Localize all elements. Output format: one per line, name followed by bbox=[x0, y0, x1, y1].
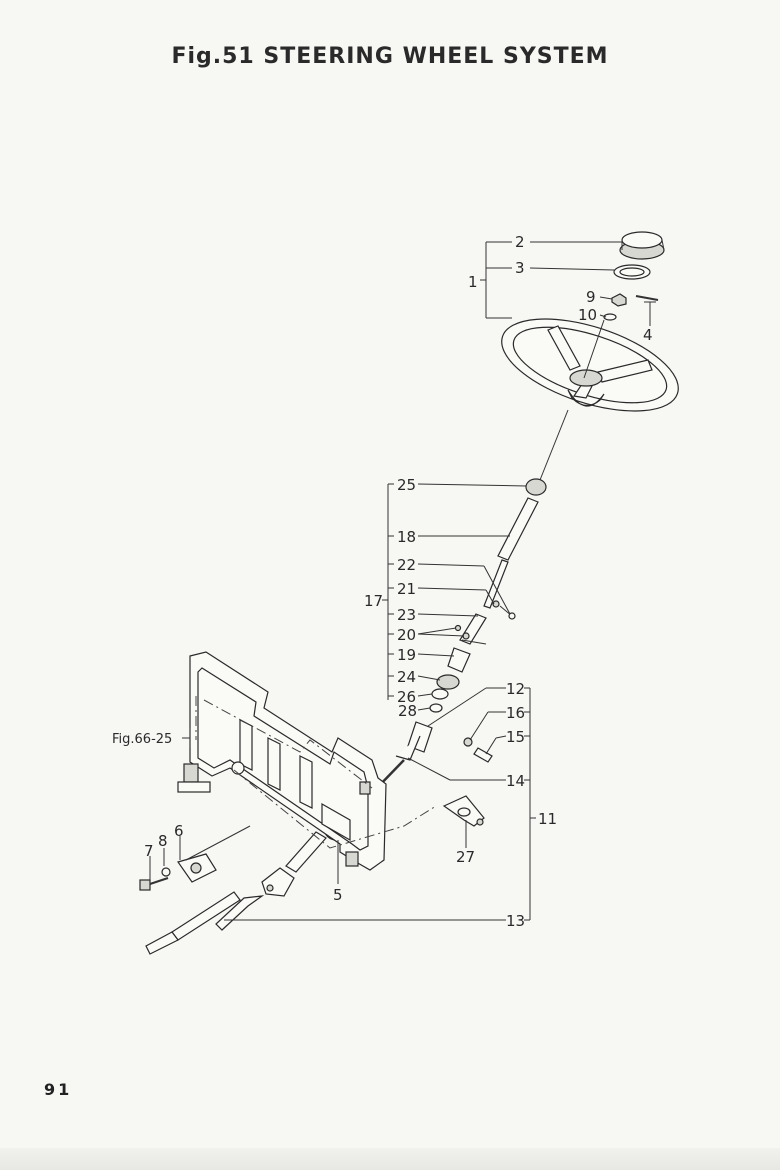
reference-label-fig66: Fig.66-25 bbox=[112, 732, 172, 747]
callout-1: 1 bbox=[468, 273, 478, 291]
callout-24: 24 bbox=[397, 668, 416, 686]
callout-labels: 1 2 3 4 5 6 7 8 9 10 11 12 13 14 15 16 1… bbox=[112, 233, 653, 930]
callout-3: 3 bbox=[515, 259, 525, 277]
callout-2: 2 bbox=[515, 233, 525, 251]
callout-5: 5 bbox=[333, 886, 343, 904]
bracket-plate-part bbox=[442, 795, 485, 827]
callout-27: 27 bbox=[456, 848, 475, 866]
callout-28: 28 bbox=[398, 702, 417, 720]
page-number: 91 bbox=[44, 1080, 73, 1099]
callout-11: 11 bbox=[538, 810, 557, 828]
centerline bbox=[195, 696, 437, 849]
callout-4: 4 bbox=[643, 326, 653, 344]
callout-21: 21 bbox=[397, 580, 416, 598]
dash-panel-part bbox=[177, 651, 387, 871]
callout-15: 15 bbox=[506, 728, 525, 746]
scan-edge bbox=[0, 1148, 780, 1170]
horn-cap-part bbox=[619, 231, 665, 260]
callout-20: 20 bbox=[397, 626, 416, 644]
callout-12: 12 bbox=[506, 680, 525, 698]
leader-lines bbox=[149, 241, 656, 921]
callout-16: 16 bbox=[506, 704, 525, 722]
callout-9: 9 bbox=[586, 288, 596, 306]
figure-title: Fig.51 STEERING WHEEL SYSTEM bbox=[171, 44, 609, 69]
callout-19: 19 bbox=[397, 646, 416, 664]
callout-8: 8 bbox=[158, 832, 168, 850]
callout-18: 18 bbox=[397, 528, 416, 546]
pin-part bbox=[635, 295, 659, 301]
callout-10: 10 bbox=[578, 306, 597, 324]
callout-25: 25 bbox=[397, 476, 416, 494]
steering-wheel-part bbox=[501, 318, 679, 412]
callout-17: 17 bbox=[364, 592, 383, 610]
callout-7: 7 bbox=[144, 842, 154, 860]
nut-part bbox=[611, 293, 627, 307]
callout-22: 22 bbox=[397, 556, 416, 574]
washer-part bbox=[603, 313, 617, 321]
callout-23: 23 bbox=[397, 606, 416, 624]
callout-14: 14 bbox=[506, 772, 525, 790]
callout-26: 26 bbox=[397, 688, 416, 706]
cap-ring-part bbox=[613, 264, 651, 280]
callout-6: 6 bbox=[174, 822, 184, 840]
flange-plate-part bbox=[177, 853, 217, 883]
callout-13: 13 bbox=[506, 912, 525, 930]
bolt-part bbox=[139, 867, 171, 891]
steering-column-part bbox=[429, 409, 569, 713]
